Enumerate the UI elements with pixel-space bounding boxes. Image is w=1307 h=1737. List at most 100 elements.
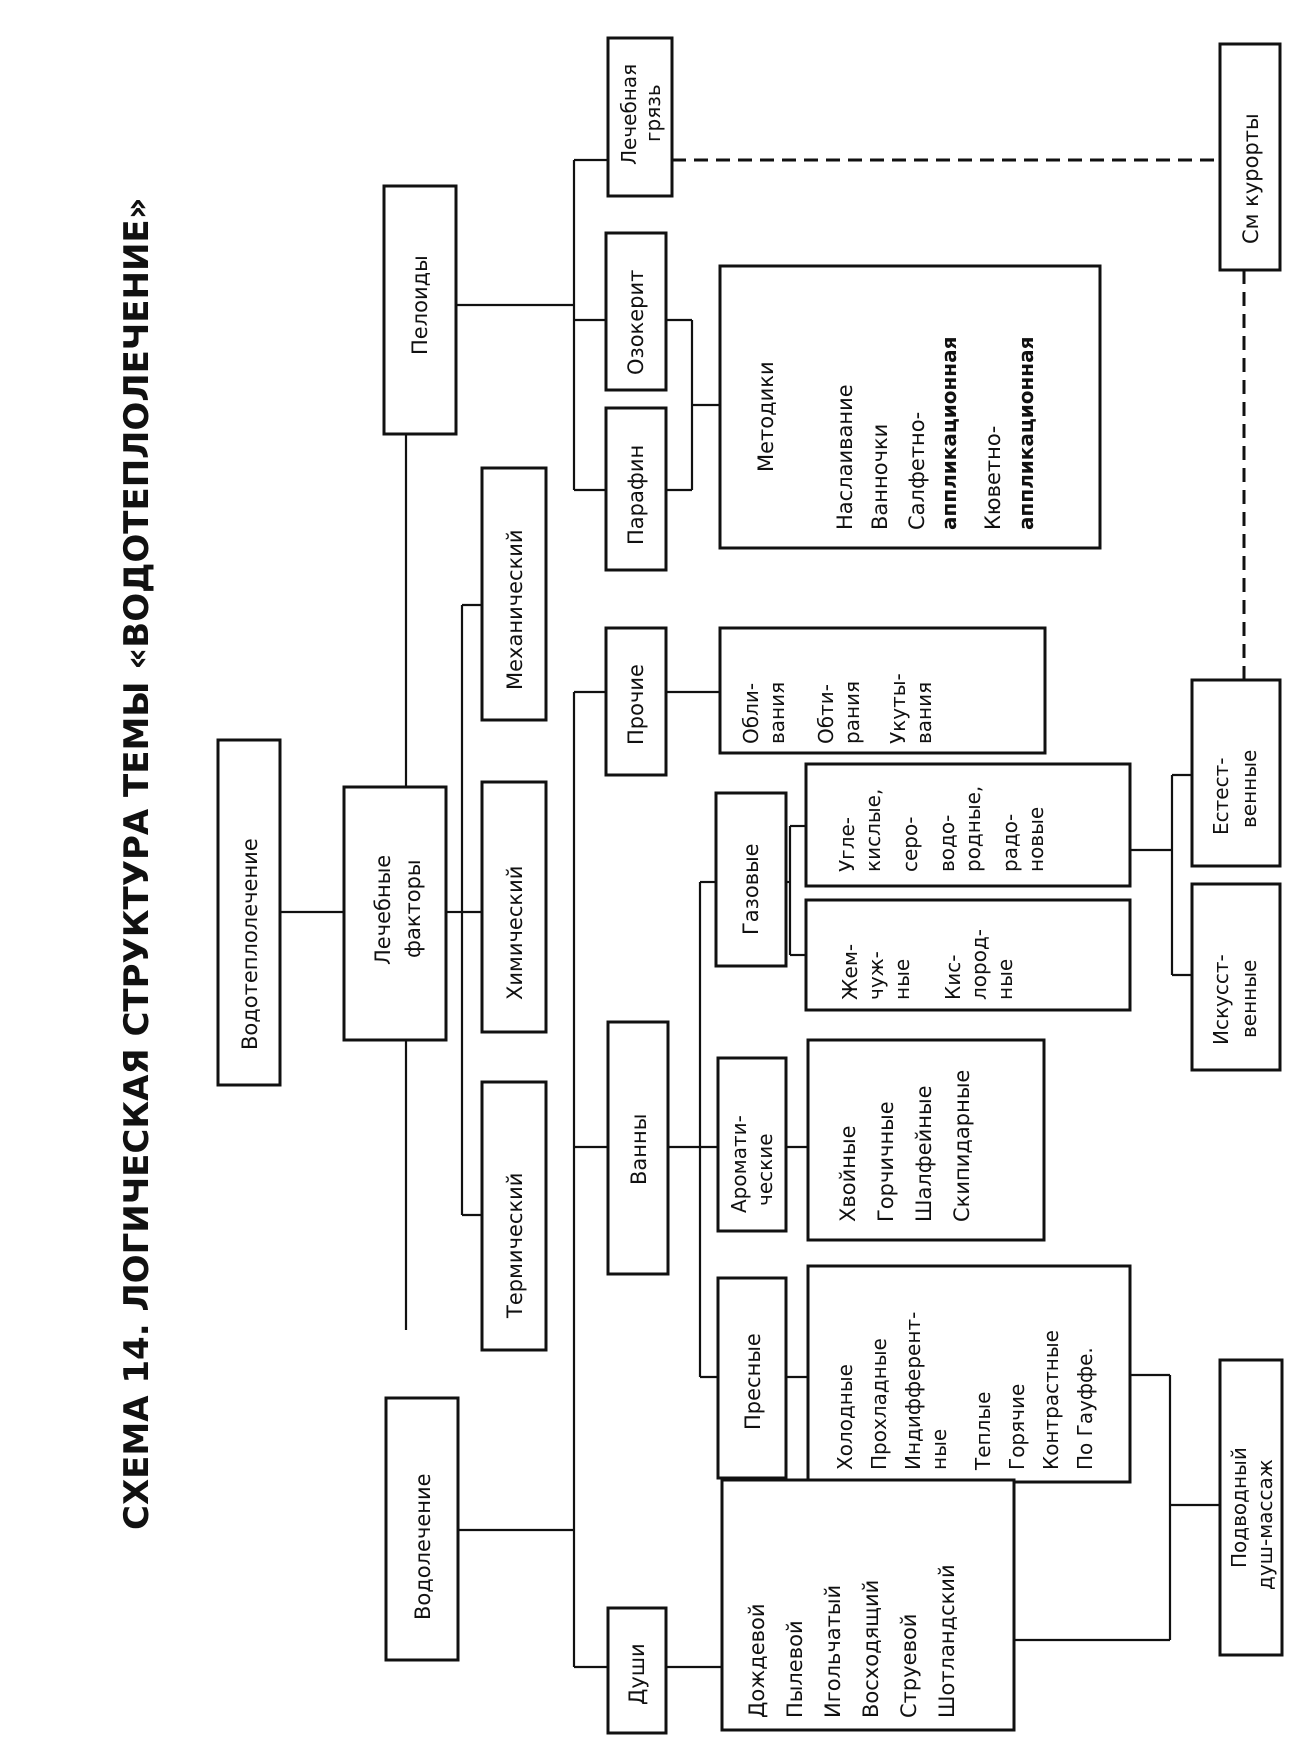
resorts-label: См курорты [1239, 113, 1263, 244]
peloids-label: Пелоиды [408, 255, 432, 355]
fresh-item-6: Горячие [1005, 1384, 1029, 1470]
shower-item-3: Игольчатый [821, 1585, 845, 1718]
other-label: Прочие [624, 664, 648, 745]
fresh-item-1: Холодные [833, 1364, 857, 1470]
other-item-6: вания [912, 682, 936, 744]
methods-line-5: Кюветно- [981, 426, 1005, 530]
underwater-label-line-2: душ-массаж [1253, 1459, 1277, 1590]
gas-label: Газовые [739, 843, 763, 935]
aromatic-list: Хвойные Горчичные Шалфейные Скипидарные [806, 1038, 1046, 1242]
methods-heading: Методики [754, 361, 778, 472]
factor-chemical: Химический [480, 780, 548, 1034]
peloids-node: Пелоиды [382, 184, 458, 436]
paraffin-label: Парафин [624, 445, 648, 545]
fresh-label: Пресные [741, 1333, 765, 1430]
factors-node: Лечебные факторы [342, 785, 448, 1042]
mud-node: Лечебная грязь [606, 36, 674, 198]
methods-line-6: аппликационная [1014, 337, 1038, 530]
natural-label-line-2: венные [1237, 750, 1261, 828]
root-label: Водотеплолечение [238, 838, 262, 1050]
resorts-node: См курорты [1218, 42, 1282, 272]
methods-line-2: Ванночки [868, 424, 892, 530]
methods-node: Методики Наслаивание Ванночки Салфетно- … [718, 264, 1102, 550]
factor-chemical-label: Химический [503, 866, 527, 1000]
gas-node: Газовые [714, 791, 788, 968]
other-node: Прочие [604, 626, 668, 777]
aromatic-item-3: Шалфейные [912, 1086, 936, 1223]
methods-line-1: Наслаивание [833, 384, 857, 530]
factor-thermal-label: Термический [503, 1173, 527, 1319]
other-list: Обли- вания Обти- рания Укуты- вания [718, 626, 1047, 755]
shower-item-6: Шотландский [935, 1564, 959, 1718]
gas-group1-line-2: чуж- [864, 951, 888, 1000]
artificial-label-line-2: венные [1237, 960, 1261, 1038]
factor-mechanical: Механический [480, 466, 548, 722]
mud-label-line-1: Лечебная [617, 64, 641, 165]
gas-group1-line-6: ные [993, 959, 1017, 1000]
hydro-label: Водолечение [411, 1473, 435, 1620]
shower-item-1: Дождевой [745, 1604, 769, 1719]
paraffin-node: Парафин [604, 406, 668, 572]
aromatic-node: Аромати- ческие [716, 1056, 788, 1233]
factors-label-line-2: факторы [401, 860, 425, 959]
underwater-label-line-1: Подводный [1227, 1447, 1251, 1568]
gas-group2-line-4: водо- [935, 815, 959, 872]
gas-group2-line-6: радо- [998, 814, 1022, 872]
page-title: СХЕМА 14. ЛОГИЧЕСКАЯ СТРУКТУРА ТЕМЫ «ВОД… [117, 197, 157, 1530]
gas-group2-line-7: новые [1024, 807, 1048, 872]
showers-list: Дождевой Пылевой Игольчатый Восходящий С… [720, 1478, 1016, 1732]
connectors [280, 158, 1220, 1669]
factor-mechanical-label: Механический [503, 529, 527, 690]
gas-group2-line-5: родные, [961, 786, 985, 872]
aromatic-item-1: Хвойные [836, 1126, 860, 1223]
gas-group-natural-list: Угле- кислые, серо- водо- родные, радо- … [804, 762, 1132, 888]
other-item-5: Укуты- [886, 673, 910, 744]
ozokerite-label: Озокерит [624, 270, 648, 375]
fresh-item-2: Прохладные [867, 1338, 891, 1470]
fresh-item-3: Индифферент- [901, 1312, 925, 1470]
underwater-node: Подводный душ-массаж [1218, 1358, 1284, 1657]
other-item-3: Обти- [814, 684, 838, 744]
other-item-4: рания [840, 681, 864, 744]
gas-group2-line-3: серо- [898, 817, 922, 872]
natural-label-line-1: Естест- [1209, 758, 1233, 835]
other-item-2: вания [765, 682, 789, 744]
factors-label-line-1: Лечебные [371, 855, 395, 965]
methods-line-3: Салфетно- [905, 412, 929, 530]
baths-node: Ванны [606, 1020, 670, 1276]
artificial-label-line-1: Искусст- [1209, 954, 1233, 1045]
fresh-node: Пресные [716, 1276, 788, 1480]
ozokerite-node: Озокерит [604, 231, 668, 392]
mud-label-line-2: грязь [641, 84, 665, 142]
fresh-list: Холодные Прохладные Индифферент- ные Теп… [806, 1264, 1132, 1484]
methods-line-4: аппликационная [937, 337, 961, 530]
gas-group-artificial-list: Жем- чуж- ные Кис- лород- ные [804, 898, 1132, 1012]
shower-item-4: Восходящий [859, 1580, 883, 1718]
fresh-item-5: Теплые [971, 1392, 995, 1471]
root-node: Водотеплолечение [216, 738, 282, 1087]
showers-label: Души [625, 1643, 649, 1705]
hydro-node: Водолечение [384, 1396, 460, 1662]
gas-group1-line-1: Жем- [838, 944, 862, 1000]
showers-node: Души [606, 1606, 668, 1735]
gas-group1-line-3: ные [890, 959, 914, 1000]
fresh-item-7: Контрастные [1039, 1330, 1063, 1470]
aromatic-label-line-2: ческие [753, 1134, 777, 1207]
aromatic-label-line-1: Аромати- [727, 1115, 751, 1213]
gas-group2-line-1: Угле- [835, 817, 859, 872]
factor-thermal: Термический [480, 1080, 548, 1352]
shower-item-2: Пылевой [783, 1620, 807, 1718]
fresh-item-4: ные [927, 1429, 951, 1470]
shower-item-5: Струевой [897, 1614, 921, 1718]
aromatic-item-2: Горчичные [874, 1101, 898, 1222]
fresh-item-8: По Гауффе. [1073, 1347, 1097, 1470]
gas-group1-line-4: Кис- [941, 955, 965, 1000]
gas-group2-line-2: кислые, [861, 789, 885, 872]
other-item-1: Обли- [739, 683, 763, 744]
aromatic-item-4: Скипидарные [950, 1070, 974, 1222]
artificial-node: Искусст- венные [1190, 882, 1282, 1072]
natural-node: Естест- венные [1190, 678, 1282, 868]
baths-label: Ванны [627, 1114, 651, 1185]
